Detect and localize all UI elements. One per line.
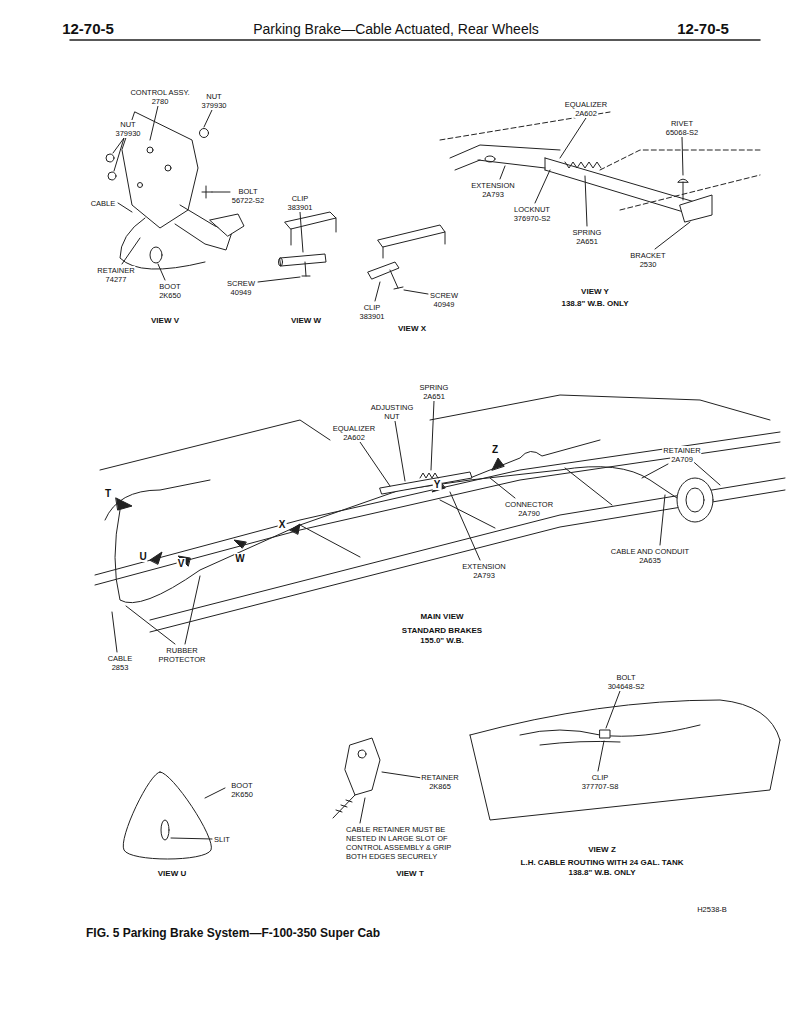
part-label: LOCKNUT xyxy=(513,205,551,214)
part-label: 2K650 xyxy=(230,790,254,799)
part-label: CABLE xyxy=(107,654,134,663)
part-label: 40949 xyxy=(230,288,253,297)
figure-caption: FIG. 5 Parking Brake System—F-100-350 Su… xyxy=(85,926,381,941)
part-label: NUT xyxy=(383,412,400,421)
view-label: VIEW T xyxy=(395,869,425,879)
part-label: 304648-S2 xyxy=(607,682,646,691)
view-label: 138.8" W.B. ONLY xyxy=(560,299,629,309)
part-label: 383901 xyxy=(358,312,385,321)
part-label: 74277 xyxy=(105,275,128,284)
part-label: 383901 xyxy=(286,203,313,212)
part-label: BOLT xyxy=(615,673,636,682)
view-marker: W xyxy=(234,553,245,564)
part-label: RETAINER xyxy=(662,446,701,455)
part-label: 2A793 xyxy=(481,190,505,199)
part-label: RETAINER xyxy=(420,773,459,782)
view-label: VIEW W xyxy=(290,316,322,326)
page-title: Parking Brake—Cable Actuated, Rear Wheel… xyxy=(252,20,540,38)
part-label: BOTH EDGES SECURELY xyxy=(345,852,438,861)
part-label: 376970-S2 xyxy=(513,214,552,223)
part-label: CLIP xyxy=(363,303,382,312)
part-label: 2A790 xyxy=(517,509,541,518)
view-label: MAIN VIEW xyxy=(419,612,464,622)
part-label: 2K865 xyxy=(428,782,452,791)
part-label: 2A709 xyxy=(670,455,694,464)
view-marker: Z xyxy=(491,444,499,455)
view-label: L.H. CABLE ROUTING WITH 24 GAL. TANK xyxy=(520,858,685,868)
view-label: 138.8" W.B. ONLY xyxy=(567,868,636,878)
view-label: VIEW V xyxy=(150,316,180,326)
view-label: VIEW Z xyxy=(587,845,617,855)
part-label: RETAINER xyxy=(96,266,135,275)
part-label: 2K650 xyxy=(158,291,182,300)
view-label: VIEW U xyxy=(157,869,187,879)
part-label: CABLE xyxy=(90,199,117,208)
part-label: 2780 xyxy=(151,97,170,106)
part-label: SCREW xyxy=(429,291,459,300)
part-label: EQUALIZER xyxy=(564,100,609,109)
part-label: SPRING xyxy=(419,383,450,392)
part-label: CONTROL ASSEMBLY & GRIP xyxy=(345,843,452,852)
part-label: EXTENSION xyxy=(461,562,506,571)
part-label: ADJUSTING xyxy=(370,403,415,412)
part-label: CONTROL ASSY. xyxy=(129,88,190,97)
part-label: CLIP xyxy=(591,773,610,782)
part-label: CLIP xyxy=(291,194,310,203)
page-number: 12-70-5 xyxy=(676,20,730,38)
view-marker: X xyxy=(278,519,287,530)
part-label: NUT xyxy=(119,120,136,129)
part-label: 2A602 xyxy=(342,433,366,442)
view-marker: U xyxy=(138,551,147,562)
view-marker: V xyxy=(177,558,186,569)
part-label: CABLE RETAINER MUST BE xyxy=(345,825,446,834)
page-number: 12-70-5 xyxy=(61,20,115,38)
part-label: CONNECTOR xyxy=(504,500,554,509)
part-label: 379930 xyxy=(200,101,227,110)
part-label: BRACKET xyxy=(629,251,666,260)
part-label: 2853 xyxy=(111,663,130,672)
part-label: SPRING xyxy=(572,228,603,237)
part-label: BOLT xyxy=(237,187,258,196)
part-label: 2A635 xyxy=(638,556,662,565)
part-label: 2530 xyxy=(639,260,658,269)
view-marker: Y xyxy=(433,479,442,490)
part-label: NESTED IN LARGE SLOT OF xyxy=(345,834,449,843)
part-label: BOOT xyxy=(230,781,253,790)
view-label: VIEW Y xyxy=(580,287,610,297)
part-label: CABLE AND CONDUIT xyxy=(610,547,690,556)
view-label: VIEW X xyxy=(397,324,427,334)
part-label: SCREW xyxy=(226,279,256,288)
view-label: 155.0" W.B. xyxy=(419,636,464,646)
part-label: SLIT xyxy=(213,835,231,844)
part-label: 2A651 xyxy=(422,392,446,401)
part-label: PROTECTOR xyxy=(158,655,207,664)
part-label: 56722-S2 xyxy=(231,196,266,205)
part-label: 2A651 xyxy=(575,237,599,246)
part-label: 40949 xyxy=(433,300,456,309)
part-label: RUBBER xyxy=(165,646,198,655)
part-label: EXTENSION xyxy=(470,181,515,190)
part-label: 379930 xyxy=(114,129,141,138)
part-label: RIVET xyxy=(670,119,694,128)
view-marker: T xyxy=(104,488,112,499)
part-label: 377707-S8 xyxy=(581,782,620,791)
part-label: 2A793 xyxy=(472,571,496,580)
part-label: 2A602 xyxy=(574,109,598,118)
part-label: NUT xyxy=(205,92,222,101)
view-label: STANDARD BRAKES xyxy=(401,626,483,636)
part-label: EQUALIZER xyxy=(332,424,377,433)
part-label: H2538-B xyxy=(696,905,728,914)
part-label: BOOT xyxy=(158,282,181,291)
part-label: 65068-S2 xyxy=(665,128,700,137)
